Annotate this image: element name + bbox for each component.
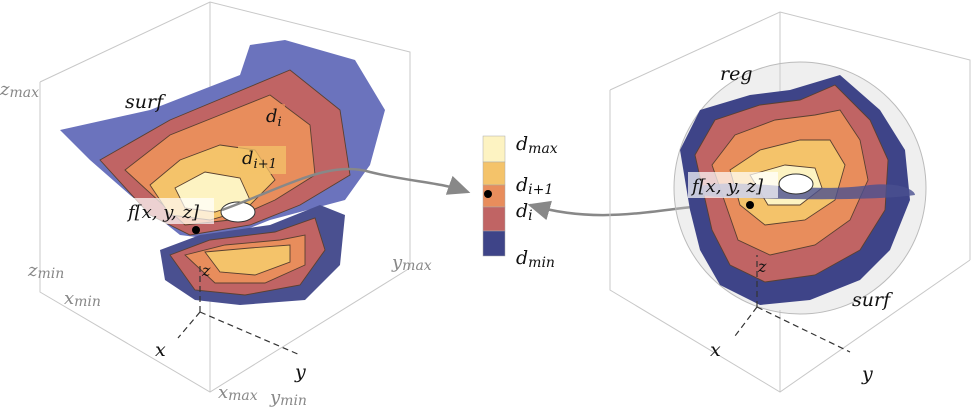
legend-band-min xyxy=(482,230,506,257)
left-sample-point xyxy=(192,226,200,234)
legend-label-di: di xyxy=(516,200,533,224)
right-point-label: f[x, y, z] xyxy=(688,172,778,198)
legend-label-dmin: dmin xyxy=(516,247,555,271)
left-contour-label-di1: di+1 xyxy=(238,146,286,174)
left-z-min-label: zmin xyxy=(27,260,64,282)
left-x-max-label: xmax xyxy=(218,382,258,404)
right-x-axis-label: x xyxy=(710,339,721,361)
left-x-min-label: xmin xyxy=(64,288,101,310)
left-point-label: f[x, y, z] xyxy=(124,198,214,224)
region-label: reg xyxy=(720,63,753,85)
left-y-axis-label: y xyxy=(294,361,306,383)
legend-label-dmax: dmax xyxy=(516,133,558,157)
left-y-min-label: ymin xyxy=(269,387,307,409)
left-plot: surf di di+1 f[x, y, z] z zmax zmin xmin… xyxy=(0,1,432,409)
left-axes xyxy=(177,262,301,356)
right-surf-label: surf xyxy=(852,289,893,311)
left-x-axis-label: x xyxy=(155,339,166,361)
left-z-max-label: zmax xyxy=(0,79,39,101)
legend-band-lower xyxy=(482,206,506,232)
right-z-marker: z xyxy=(757,257,767,276)
legend-label-di1: di+1 xyxy=(516,174,553,198)
color-legend: dmax di+1 di dmin xyxy=(482,133,558,271)
legend-band-max xyxy=(482,135,506,163)
right-axes xyxy=(734,255,851,353)
svg-text:f[x, y, z]: f[x, y, z] xyxy=(690,176,764,197)
left-y-max-label: ymax xyxy=(391,252,432,274)
left-contour-label-di: di xyxy=(263,104,285,130)
right-sample-ellipse xyxy=(778,173,814,195)
legend-value-marker xyxy=(484,190,492,198)
left-z-marker: z xyxy=(201,261,211,280)
left-surface xyxy=(60,40,385,305)
left-surf-label: surf xyxy=(125,91,166,113)
svg-text:f[x, y, z]: f[x, y, z] xyxy=(126,202,200,223)
right-y-axis-label: y xyxy=(861,363,873,385)
right-sample-point xyxy=(746,201,754,209)
left-to-legend-arrow xyxy=(221,167,471,212)
legend-band-upper xyxy=(482,161,506,186)
right-plot: reg surf f[x, y, z] z x y xyxy=(609,11,971,393)
